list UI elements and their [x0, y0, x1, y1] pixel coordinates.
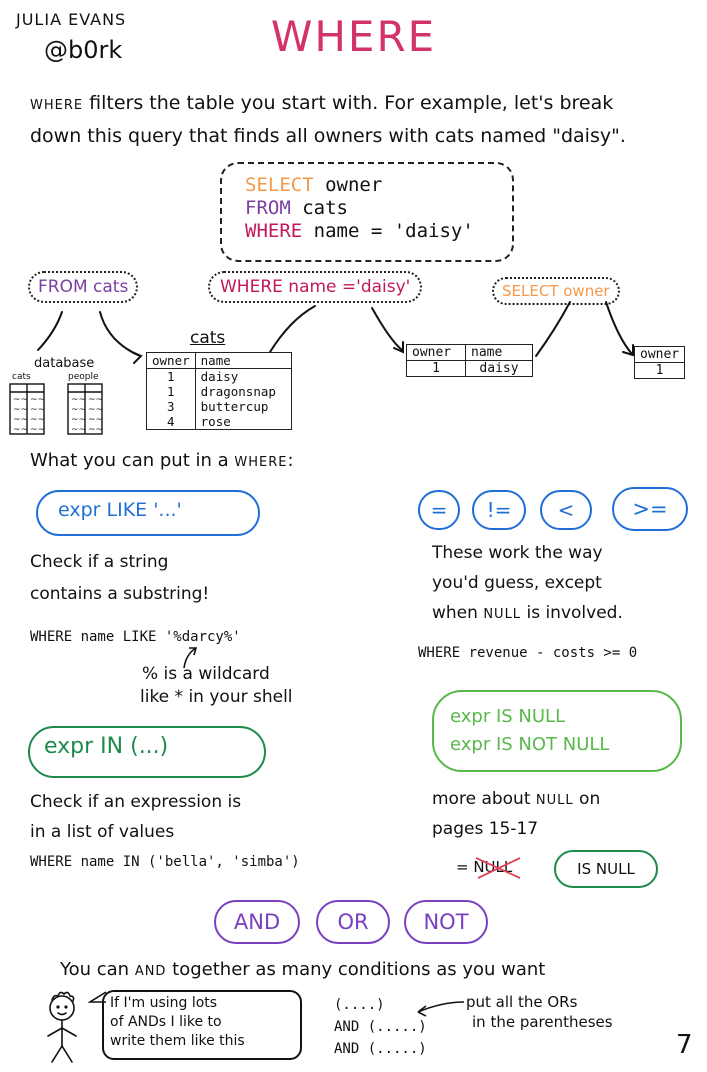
arrow-to-database: [37, 311, 63, 351]
null-desc-2: pages 15-17: [432, 819, 539, 839]
like-cloud-text: expr LIKE '...': [58, 499, 182, 521]
database-table1-label: cats: [12, 372, 31, 382]
page-number: 7: [676, 1030, 693, 1060]
speech-line-1: If I'm using lots: [110, 995, 218, 1011]
query-where-line: WHERE name = 'daisy': [245, 220, 474, 242]
like-cloud: [36, 490, 260, 536]
speech-line-3: write them like this: [110, 1033, 245, 1049]
or-note-1: put all the ORs: [466, 993, 578, 1011]
svg-text:~~: ~~: [88, 395, 103, 405]
person-doodle-icon: [47, 991, 77, 1063]
op-equals-cloud: =: [418, 490, 460, 530]
wildcard-arrow: [183, 647, 198, 669]
svg-text:~~: ~~: [71, 415, 86, 425]
and-desc: You can AND together as many conditions …: [60, 959, 546, 980]
cats-table-caption: cats: [190, 328, 226, 348]
like-note-1: % is a wildcard: [142, 664, 270, 684]
like-desc-1: Check if a string: [30, 552, 169, 572]
op-less-than-cloud: <: [540, 490, 592, 530]
database-label: database: [34, 356, 95, 371]
svg-text:~~: ~~: [30, 395, 45, 405]
in-example: WHERE name IN ('bella', 'simba'): [30, 854, 300, 870]
svg-text:~~: ~~: [30, 405, 45, 415]
in-desc-2: in a list of values: [30, 822, 175, 842]
arrow-where-out: [371, 307, 403, 351]
intro-line-2: down this query that finds all owners wi…: [30, 125, 626, 147]
svg-text:~~: ~~: [13, 415, 28, 425]
or-note-2: in the parentheses: [472, 1013, 613, 1031]
and-code-line-3: AND (.....): [334, 1041, 427, 1057]
or-cloud: OR: [316, 900, 390, 944]
database-table2-label: people: [68, 372, 99, 382]
author-name: JULIA EVANS: [16, 10, 127, 29]
query-select-line: SELECT owner: [245, 174, 383, 196]
svg-text:~~: ~~: [13, 405, 28, 415]
null-cloud: [432, 690, 682, 772]
svg-text:~~: ~~: [88, 415, 103, 425]
arrow-select-out: [605, 301, 633, 355]
like-note-2: like * in your shell: [140, 687, 293, 707]
cats-header-owner: owner: [146, 352, 196, 369]
svg-text:~~: ~~: [88, 405, 103, 415]
ops-desc-3: when NULL is involved.: [432, 603, 623, 623]
svg-text:~~: ~~: [13, 395, 28, 405]
query-from-line: FROM cats: [245, 197, 348, 219]
arrow-where-in: [269, 305, 316, 353]
null-cloud-line-2: expr IS NOT NULL: [450, 734, 610, 755]
owner-table: owner 1: [633, 346, 686, 379]
intro-keyword: WHERE: [30, 98, 84, 113]
svg-text:~~: ~~: [71, 425, 86, 435]
svg-text:~~: ~~: [71, 405, 86, 415]
in-cloud-text: expr IN (...): [44, 734, 169, 759]
op-not-equals-cloud: !=: [472, 490, 526, 530]
parentheses-arrow: [417, 1001, 465, 1017]
in-desc-1: Check if an expression is: [30, 792, 242, 812]
op-gte-cloud: >=: [612, 487, 688, 531]
svg-text:~~: ~~: [71, 395, 86, 405]
strikethrough-cross-icon: [475, 857, 521, 879]
step-where-bubble: WHERE name ='daisy': [208, 271, 423, 303]
not-cloud: NOT: [404, 900, 488, 944]
like-desc-2: contains a substring!: [30, 584, 210, 604]
table-row: 1: [633, 362, 686, 379]
cats-header-name: name: [194, 352, 292, 369]
intro-line-1: WHERE filters the table you start with. …: [30, 92, 614, 114]
arrow-select-in: [535, 301, 571, 357]
page-title: WHERE: [270, 12, 437, 61]
svg-text:~~: ~~: [30, 425, 45, 435]
like-example: WHERE name LIKE '%darcy%': [30, 629, 241, 645]
null-desc-1: more about NULL on: [432, 789, 601, 809]
ops-desc-1: These work the way: [432, 543, 603, 563]
and-code-line-2: AND (.....): [334, 1019, 427, 1035]
and-cloud: AND: [214, 900, 300, 944]
svg-text:~~: ~~: [30, 415, 45, 425]
ops-desc-2: you'd guess, except: [432, 573, 602, 593]
null-cloud-line-1: expr IS NULL: [450, 706, 566, 727]
flow-arrows: [37, 301, 634, 364]
svg-text:~~: ~~: [13, 425, 28, 435]
and-code-line-1: (....): [334, 997, 385, 1013]
database-tables-icon: ~~~~~~~~ ~~~~~~~~ ~~~~~~~~ ~~~~~~~~: [9, 383, 103, 435]
query-box: [220, 162, 514, 262]
step-select-bubble: SELECT owner: [492, 277, 620, 305]
arrow-to-cats-table: [99, 311, 141, 357]
what-heading: What you can put in a WHERE:: [30, 450, 294, 471]
ops-example: WHERE revenue - costs >= 0: [418, 645, 638, 661]
null-wrong-example: = NULL: [456, 858, 513, 876]
speech-bubble: [102, 990, 302, 1060]
null-right-example: IS NULL: [554, 850, 658, 888]
in-cloud: [28, 726, 266, 778]
author-handle: @b0rk: [44, 36, 123, 64]
svg-text:~~: ~~: [88, 425, 103, 435]
speech-line-2: of ANDs I like to: [110, 1014, 222, 1030]
step-from-bubble: FROM cats: [28, 271, 139, 303]
